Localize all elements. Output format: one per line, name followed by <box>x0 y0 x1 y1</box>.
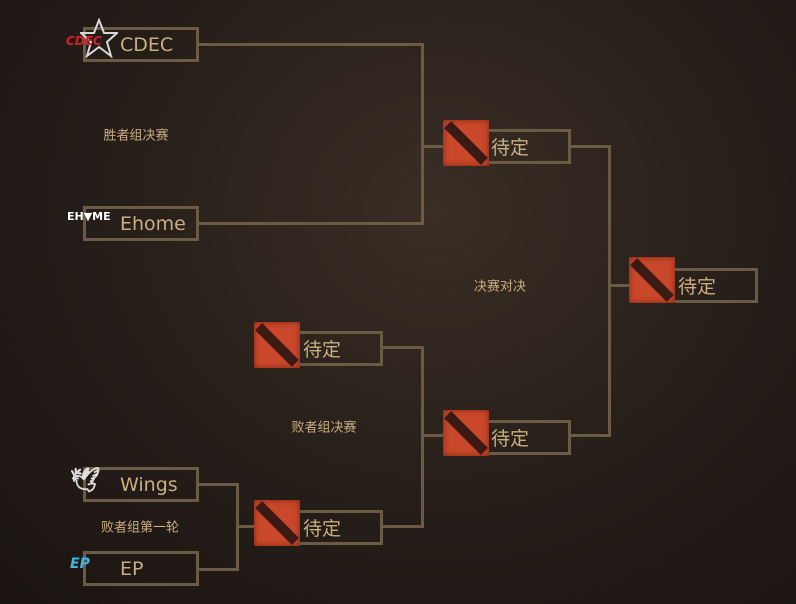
ehome-logo-icon: EH▼ME <box>67 210 111 223</box>
cdec-star-icon <box>80 18 118 58</box>
bracket-line <box>198 43 424 46</box>
bracket-line <box>236 525 254 528</box>
bracket-line <box>569 434 611 437</box>
team-name: Ehome <box>120 212 186 235</box>
team-slot-wings[interactable]: Wings <box>83 467 199 502</box>
dota-logo-icon <box>254 322 300 368</box>
bracket-line <box>569 145 611 148</box>
ep-logo-icon: EP <box>70 556 90 572</box>
dota-logo-icon <box>254 500 300 546</box>
team-slot-ep[interactable]: EP <box>83 551 199 586</box>
team-name: 待定 <box>303 339 342 361</box>
wings-logo-icon: 🕊 <box>70 466 101 494</box>
bracket-line <box>421 145 443 148</box>
bracket-line <box>421 346 424 528</box>
bracket-line <box>421 434 443 437</box>
team-name: CDEC <box>120 33 174 56</box>
losers-r1-label: 败者组第一轮 <box>100 520 180 536</box>
bracket-line <box>382 346 424 349</box>
dota-logo-icon <box>629 257 675 303</box>
bracket-line <box>608 284 630 287</box>
bracket-line <box>608 145 611 437</box>
team-name: 待定 <box>303 518 342 540</box>
dota-logo-icon <box>443 120 489 166</box>
dota-logo-icon <box>443 410 489 456</box>
bracket-line <box>421 43 424 225</box>
team-name: 待定 <box>678 276 717 298</box>
bracket-line <box>382 525 424 528</box>
team-slot-ehome[interactable]: Ehome <box>83 206 199 241</box>
team-name: 待定 <box>491 137 530 159</box>
bracket-line <box>198 483 239 486</box>
cdec-logo-text: CDEC <box>66 34 102 48</box>
bracket-line <box>198 568 239 571</box>
winners-final-label: 胜者组决赛 <box>103 128 169 144</box>
team-name: Wings <box>120 473 178 496</box>
grand-final-label: 决赛对决 <box>473 279 527 295</box>
bracket-line <box>198 222 424 225</box>
team-name: 待定 <box>491 428 530 450</box>
team-name: EP <box>120 557 144 580</box>
team-slot-cdec[interactable]: CDEC <box>83 27 199 62</box>
losers-final-label: 败者组决赛 <box>291 420 357 436</box>
